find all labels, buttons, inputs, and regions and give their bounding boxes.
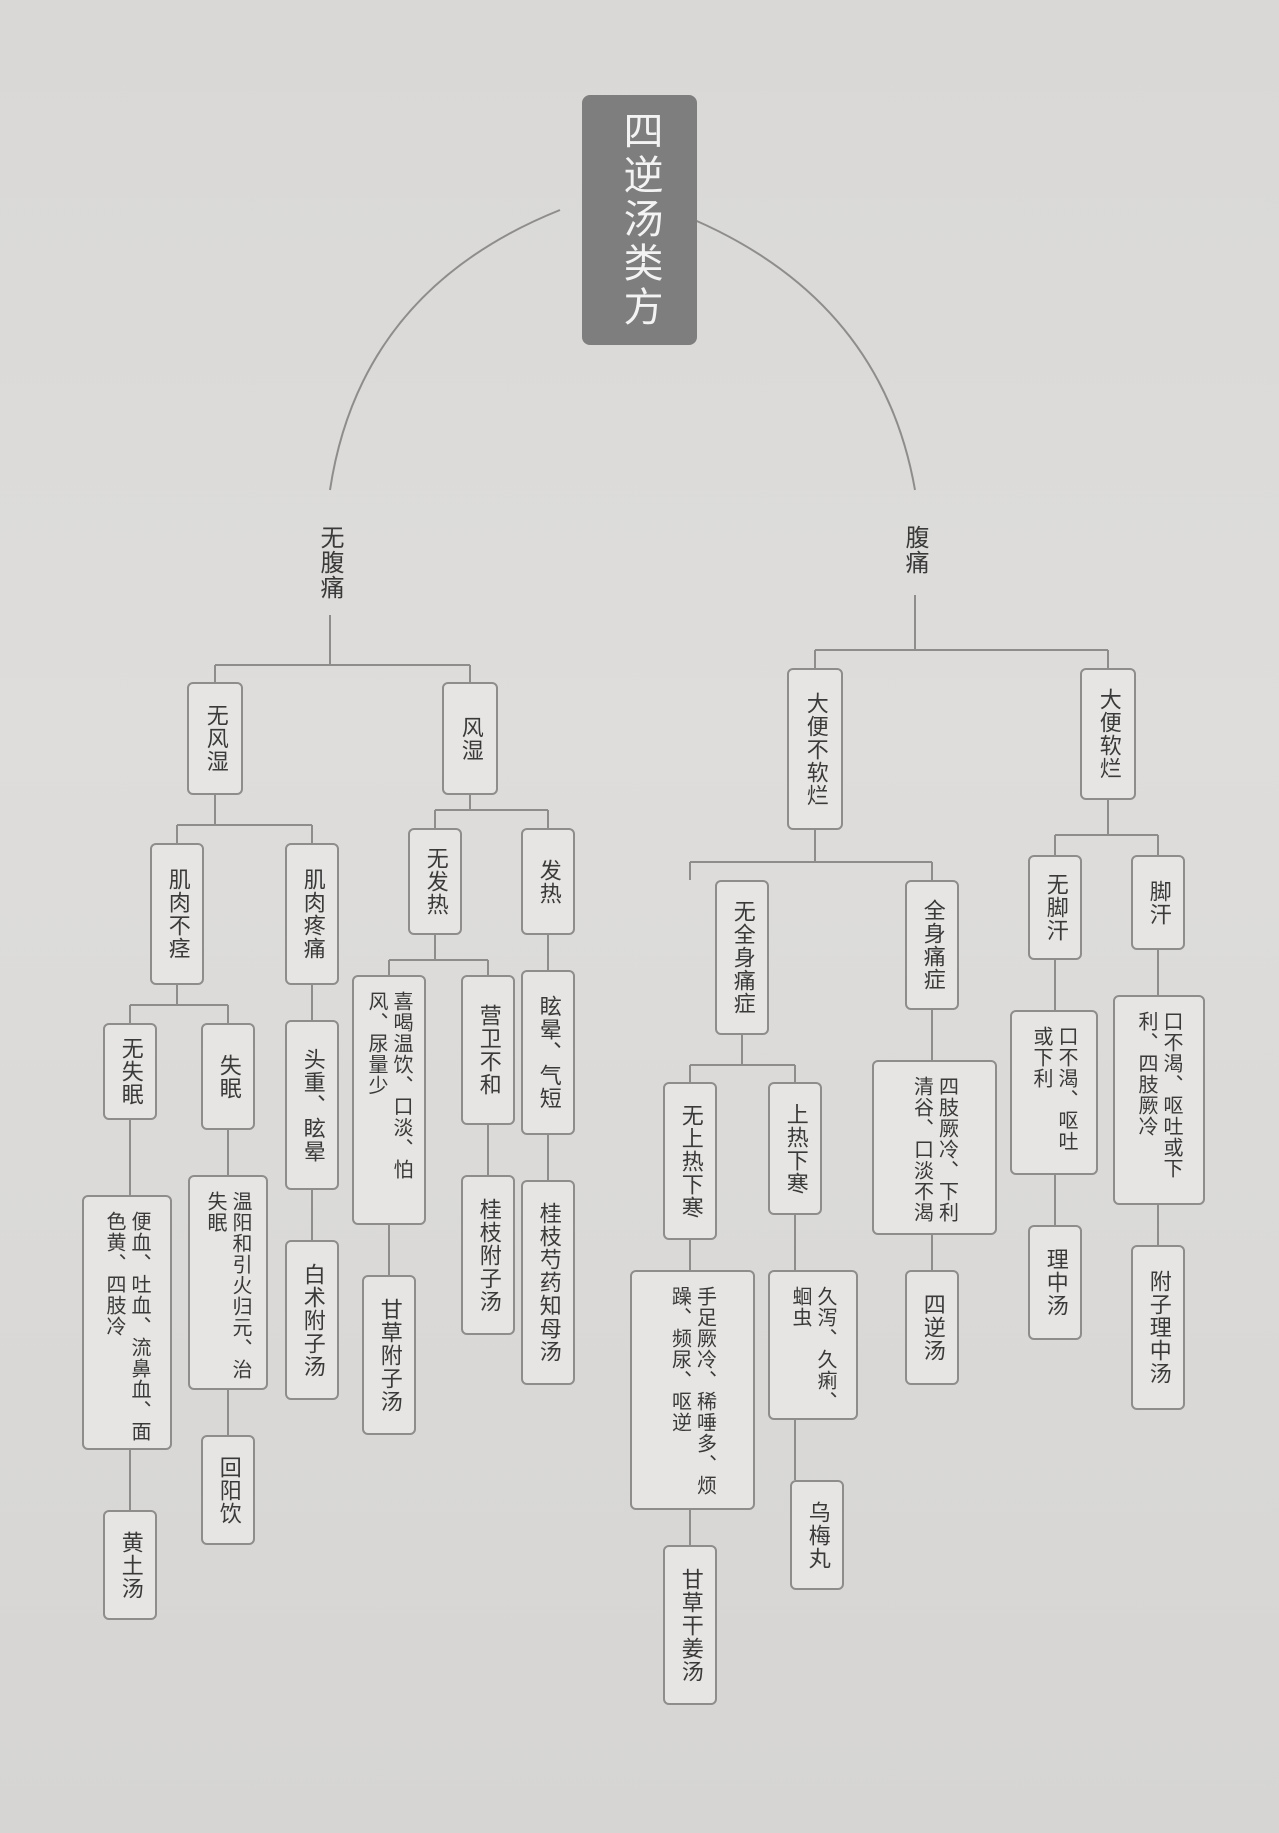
node-warm-drink: 喜喝温饮、口淡、怕风、尿量少: [352, 975, 426, 1225]
formula-baizhu-fuzi: 白术附子汤: [285, 1240, 339, 1400]
formula-fuzi-lizhong: 附子理中汤: [1131, 1245, 1185, 1410]
node-dizzy-short-breath: 眩晕、气短: [521, 970, 575, 1135]
node-chronic-diarrhea: 久泻、久痢、蛔虫: [768, 1270, 858, 1420]
node-upper-heat: 上热下寒: [768, 1082, 822, 1215]
formula-gancao-fuzi: 甘草附子汤: [362, 1275, 416, 1435]
node-insomnia: 失眠: [201, 1023, 255, 1130]
node-body-pain: 全身痛症: [905, 880, 959, 1010]
node-foot-sweat: 脚汗: [1131, 855, 1185, 950]
node-cold-hands-feet: 手足厥冷、稀唾多、烦躁、频尿、呕逆: [630, 1270, 755, 1510]
node-heavy-head: 头重、眩晕: [285, 1020, 339, 1190]
node-no-body-pain: 无全身痛症: [715, 880, 769, 1035]
node-muscle-no-spasm: 肌肉不痉: [150, 843, 204, 985]
node-bleeding: 便血、吐血、流鼻血、面色黄、四肢冷: [82, 1195, 172, 1450]
formula-huangtu: 黄土汤: [103, 1510, 157, 1620]
node-no-insomnia: 无失眠: [103, 1023, 157, 1120]
root-title: 四逆汤类方: [582, 95, 697, 345]
node-ying-wei: 营卫不和: [461, 975, 515, 1125]
node-abdominal-pain: 腹痛: [901, 525, 929, 575]
formula-wumei: 乌梅丸: [790, 1480, 844, 1590]
node-warm-yang-insomnia: 温阳和引火归元、治失眠: [188, 1175, 268, 1390]
node-no-wind-damp: 无风湿: [187, 682, 243, 795]
formula-sini: 四逆汤: [905, 1270, 959, 1385]
formula-huiyang-yin: 回阳饮: [201, 1435, 255, 1545]
node-no-fever: 无发热: [408, 828, 462, 935]
node-no-foot-sweat: 无脚汗: [1028, 855, 1082, 960]
node-cold-limbs: 四肢厥冷、下利清谷、口淡不渴: [872, 1060, 997, 1235]
node-no-upper-heat: 无上热下寒: [663, 1082, 717, 1240]
node-no-abdominal-pain: 无腹痛: [316, 525, 344, 600]
node-no-thirst-cold: 口不渴、呕吐或下利、四肢厥冷: [1113, 995, 1205, 1205]
formula-guizhi-fuzi: 桂枝附子汤: [461, 1175, 515, 1335]
formula-lizhong: 理中汤: [1028, 1225, 1082, 1340]
formula-gancao-ganjiang: 甘草干姜汤: [663, 1545, 717, 1705]
node-stool-soft: 大便软烂: [1080, 668, 1136, 800]
node-fever: 发热: [521, 828, 575, 935]
node-stool-not-soft: 大便不软烂: [787, 668, 843, 830]
node-wind-damp: 风湿: [442, 682, 498, 795]
node-no-thirst: 口不渴、呕吐或下利: [1010, 1010, 1098, 1175]
formula-guizhi-shaoyao-zhimu: 桂枝芍药知母汤: [521, 1180, 575, 1385]
node-muscle-pain: 肌肉疼痛: [285, 843, 339, 985]
